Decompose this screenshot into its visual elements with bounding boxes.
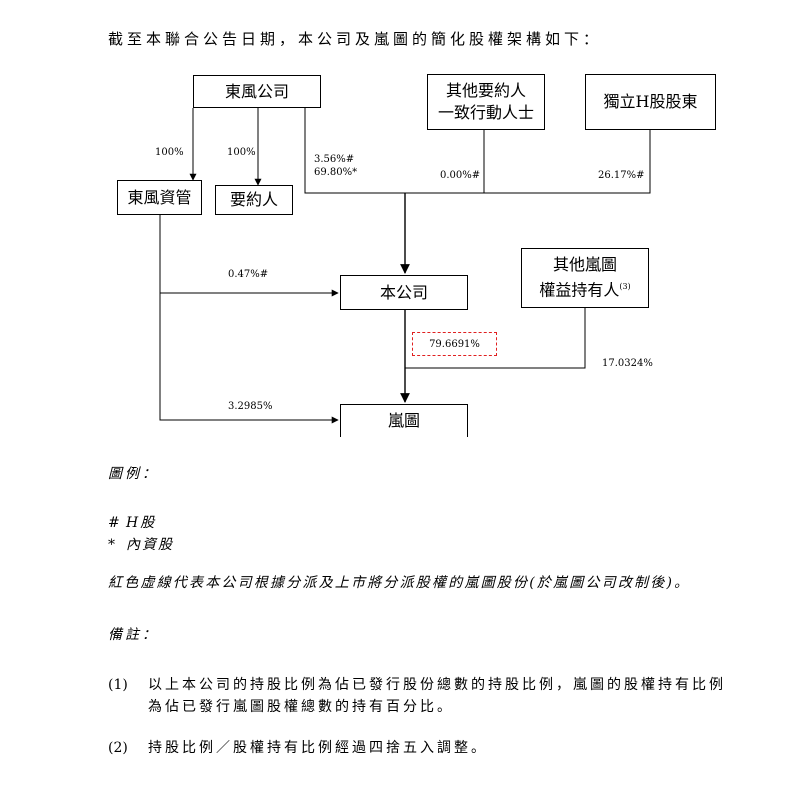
line-asset-to-company — [159, 215, 339, 297]
pct-df-to-company-h: 3.56%# — [314, 154, 355, 165]
line-others-to-company — [405, 130, 485, 194]
entity-dongfeng-asset-label: 東風資管 — [127, 187, 192, 207]
entity-other-voyah-note-marker: (3) — [619, 282, 631, 292]
legend-text-h-share: H股 — [126, 515, 157, 531]
pct-other-voyah-to-voyah: 17.0324% — [602, 358, 653, 369]
entity-dongfeng: 東風公司 — [193, 75, 321, 108]
entity-offeror: 要約人 — [215, 185, 293, 215]
legend-symbol-hash: # — [108, 515, 120, 531]
entity-independent-h: 獨立H股股東 — [585, 74, 716, 130]
pct-independent-to-company: 26.17%# — [598, 170, 645, 181]
note-2-number: (2) — [108, 740, 128, 756]
entity-company: 本公司 — [340, 275, 468, 310]
pct-df-to-asset: 100% — [155, 147, 184, 158]
entity-company-label: 本公司 — [379, 282, 428, 302]
legend-item-domestic-share: * 內資股 — [108, 534, 174, 554]
note-1: (1) 以上本公司的持股比例為佔已發行股份總數的持股比例，嵐圖的股權持有比例為佔… — [108, 674, 748, 720]
entity-offeror-label: 要約人 — [229, 190, 278, 209]
note-1-number: (1) — [108, 677, 128, 693]
entity-other-voyah-line2-text: 權益持有人 — [539, 280, 620, 300]
pct-others-to-company: 0.00%# — [440, 170, 481, 181]
pct-df-to-company-domestic: 69.80%* — [314, 167, 358, 178]
legend-item-h-share: # H股 — [108, 512, 156, 532]
entity-other-parties: 其他要約人 一致行動人士 — [427, 74, 545, 130]
legend-title: 圖例： — [108, 466, 159, 482]
pct-df-to-offeror: 100% — [227, 147, 256, 158]
note-1-text: 以上本公司的持股比例為佔已發行股份總數的持股比例，嵐圖的股權持有比例為佔已發行嵐… — [148, 677, 726, 715]
entity-independent-h-label: 獨立H股股東 — [603, 92, 698, 111]
pct-company-to-voyah: 79.6691% — [429, 338, 480, 350]
legend-symbol-asterisk: * — [108, 537, 115, 553]
line-other-voyah-to-voyah — [405, 308, 586, 369]
pct-asset-to-voyah: 3.2985% — [228, 401, 273, 412]
entity-voyah: 嵐圖 — [340, 404, 468, 437]
entity-other-parties-line1: 其他要約人 — [445, 81, 526, 100]
entity-voyah-label: 嵐圖 — [387, 411, 420, 430]
entity-other-voyah-line2: 權益持有人(3) — [539, 276, 630, 301]
page-heading: 截至本聯合公告日期，本公司及嵐圖的簡化股權架構如下： — [108, 30, 603, 48]
line-independent-to-company — [405, 130, 651, 194]
line-df-to-company — [304, 108, 405, 194]
line-asset-to-voyah — [159, 293, 339, 424]
entity-dongfeng-asset: 東風資管 — [117, 180, 202, 215]
entity-other-voyah-holders: 其他嵐圖 權益持有人(3) — [521, 248, 649, 308]
note-2-text: 持股比例／股權持有比例經過四捨五入調整。 — [148, 740, 488, 756]
pct-company-to-voyah-dashed-box: 79.6691% — [412, 332, 497, 356]
legend-text-domestic-share: 內資股 — [126, 537, 174, 553]
note-2: (2) 持股比例／股權持有比例經過四捨五入調整。 — [108, 737, 748, 761]
entity-dongfeng-label: 東風公司 — [224, 81, 289, 101]
entity-other-voyah-line1: 其他嵐圖 — [552, 255, 617, 275]
red-dashed-line-note: 紅色虛線代表本公司根據分派及上市將分派股權的嵐圖股份(於嵐圖公司改制後)。 — [108, 575, 691, 591]
notes-title: 備註： — [108, 627, 159, 643]
pct-asset-to-company: 0.47%# — [228, 269, 269, 280]
entity-other-parties-line2: 一致行動人士 — [437, 103, 534, 122]
